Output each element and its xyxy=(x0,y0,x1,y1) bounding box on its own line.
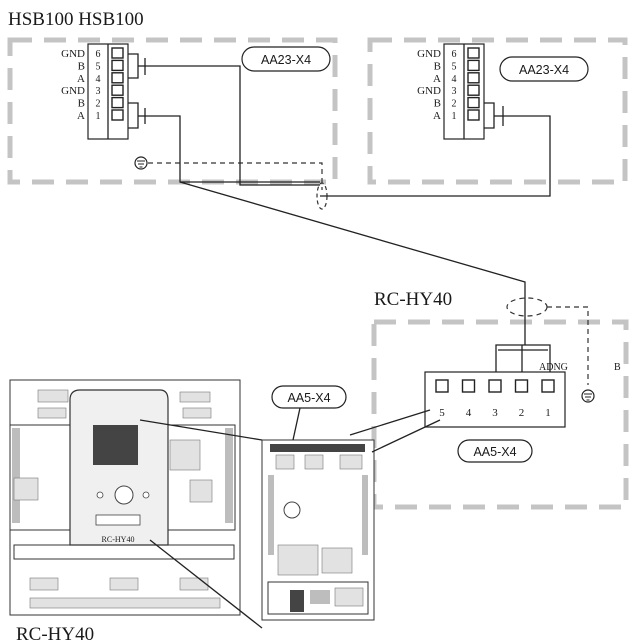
hsb-left-signal-5: A xyxy=(77,110,85,122)
hsb-right-screw-4 xyxy=(467,72,480,84)
hsb-left-signal-1: B xyxy=(78,60,85,72)
hsb-right-pin-2: 2 xyxy=(452,99,457,110)
hsb100-left-zone xyxy=(7,37,338,185)
rc-pin-1: 1 xyxy=(545,407,551,419)
rc-screw-5 xyxy=(435,379,449,393)
hsb-right-signal-5: A xyxy=(433,110,441,122)
hsb-left-signal-3: GND xyxy=(61,85,85,97)
hsb-right-signal-4: B xyxy=(434,98,441,110)
hsb-right-screw-2 xyxy=(467,96,480,109)
hsb-left-screw-5 xyxy=(111,59,124,72)
hsb-right-screw-5 xyxy=(467,59,480,72)
hsb-right-screw-1 xyxy=(467,109,480,121)
hsb-right-screw-3 xyxy=(467,84,480,96)
hsb-left-screw-2 xyxy=(111,96,124,109)
rc-screw-2 xyxy=(514,379,529,393)
hsb-left-screw-4 xyxy=(111,72,124,84)
rc-screw-1 xyxy=(541,379,555,393)
rc-pin-3: 3 xyxy=(492,407,498,419)
hsb-left-screw-3 xyxy=(111,84,124,96)
indoor-unit-board: RC-HY40 xyxy=(9,379,241,616)
hsb100-right-zone xyxy=(367,37,628,185)
ground-icon-right xyxy=(581,389,595,403)
aa23-x4-right-pill: AA23-X4 xyxy=(499,56,589,82)
bottom-rc-hy40-label: RC-HY40 xyxy=(16,624,94,643)
hsb-right-signal-1: B xyxy=(434,60,441,72)
hsb-left-screw-6 xyxy=(111,47,124,59)
rc-terminal-block: 5 4 3 2 1 ADNG B xyxy=(424,362,621,428)
rc-pin-5: 5 xyxy=(439,407,445,419)
hsb-left-signal-2: A xyxy=(77,73,85,85)
hsb-right-screw-6 xyxy=(467,47,480,59)
aa23-x4-left-pill: AA23-X4 xyxy=(241,46,331,72)
hsb-left-pin-3: 3 xyxy=(96,86,101,97)
svg-text:AA5-X4: AA5-X4 xyxy=(473,445,516,459)
hsb-right-signal-2: A xyxy=(433,73,441,85)
hsb-left-pin-6: 6 xyxy=(96,49,101,60)
rc-pin-4: 4 xyxy=(466,407,472,419)
aa5-pcb xyxy=(261,439,375,621)
hsb-left-pin-4: 4 xyxy=(96,74,101,85)
ground-icon xyxy=(134,156,148,170)
svg-text:AA23-X4: AA23-X4 xyxy=(261,53,311,67)
hsb-right-pin-1: 1 xyxy=(452,111,457,122)
svg-text:AA5-X4: AA5-X4 xyxy=(287,391,330,405)
rc-screw-4 xyxy=(461,379,476,393)
hsb-right-pin-5: 5 xyxy=(452,61,457,72)
rc-hy40-zone xyxy=(371,319,629,510)
hsb-right-signal-0: GND xyxy=(417,48,441,60)
device-display-label: RC-HY40 xyxy=(102,535,135,544)
rc-signal-label: ADNG xyxy=(539,362,568,373)
hsb-left-signal-4: B xyxy=(78,98,85,110)
hsb-right-pin-3: 3 xyxy=(452,86,457,97)
hsb-right-signal-3: GND xyxy=(417,85,441,97)
rc-pin-2: 2 xyxy=(519,407,525,419)
rc-screw-3 xyxy=(488,379,502,393)
aa5-x4-top-pill: AA5-X4 xyxy=(271,385,347,409)
hsb-left-signal-0: GND xyxy=(61,48,85,60)
hsb-right-pin-6: 6 xyxy=(452,49,457,60)
rc-shield-ellipse xyxy=(506,297,548,317)
hsb-left-pin-2: 2 xyxy=(96,99,101,110)
rc-hy40-label: RC-HY40 xyxy=(374,289,452,310)
hsb-left-screw-1 xyxy=(111,109,124,121)
rc-side-label: B xyxy=(614,362,621,373)
hsb-left-pin-5: 5 xyxy=(96,61,101,72)
svg-text:AA23-X4: AA23-X4 xyxy=(519,63,569,77)
hsb-right-pin-4: 4 xyxy=(452,74,457,85)
hsb100-title: HSB100 HSB100 xyxy=(8,9,144,30)
hsb-left-pin-1: 1 xyxy=(96,111,101,122)
aa5-x4-bottom-pill: AA5-X4 xyxy=(457,439,533,463)
